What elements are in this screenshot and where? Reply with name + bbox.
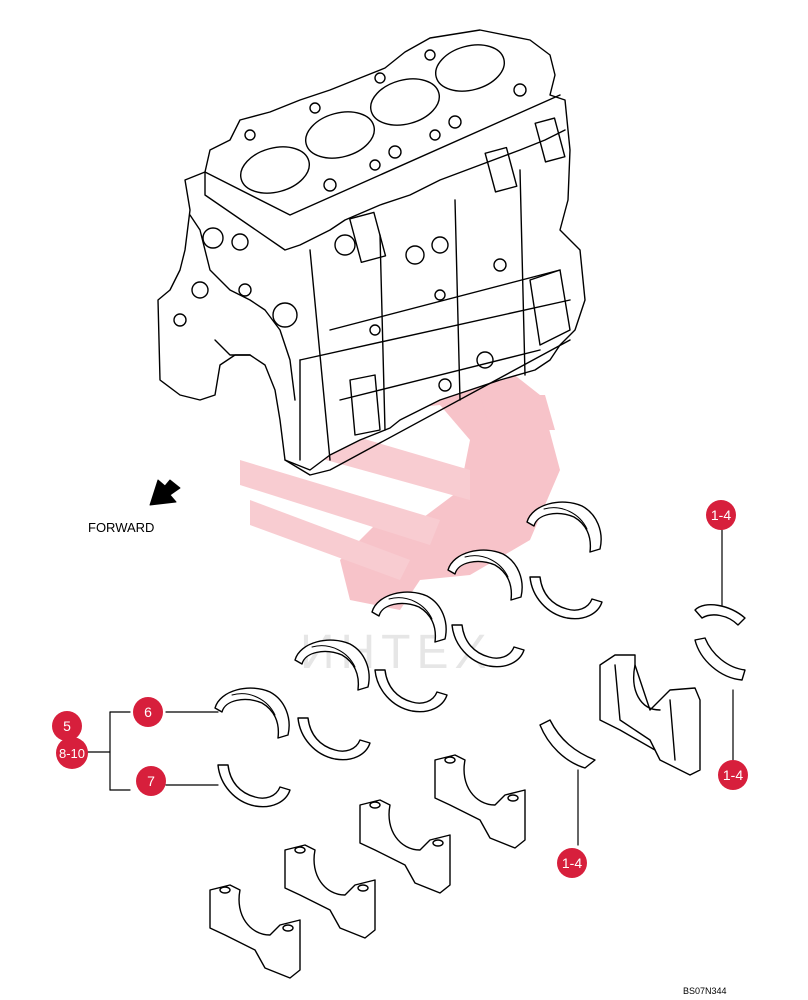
upper-bearing-shells	[214, 501, 602, 739]
rear-bearing-cap	[599, 654, 701, 776]
drawing-code: BS07N344	[683, 986, 727, 996]
callout-6[interactable]: 6	[133, 697, 163, 727]
forward-arrow-icon	[149, 479, 181, 506]
lower-bearing-shells	[217, 576, 603, 808]
cylinder-block	[157, 29, 586, 476]
callout-8-10[interactable]: 8-10	[56, 737, 88, 769]
callout-5[interactable]: 5	[52, 711, 82, 741]
forward-label: FORWARD	[88, 520, 155, 535]
thrust-washers	[539, 604, 746, 769]
callout-1-4-right[interactable]: 1-4	[718, 760, 748, 790]
callout-1-4-bottom[interactable]: 1-4	[557, 848, 587, 878]
callout-7[interactable]: 7	[136, 766, 166, 796]
bearing-caps	[209, 754, 526, 979]
callout-1-4-top[interactable]: 1-4	[706, 500, 736, 530]
leader-lines	[84, 529, 734, 846]
